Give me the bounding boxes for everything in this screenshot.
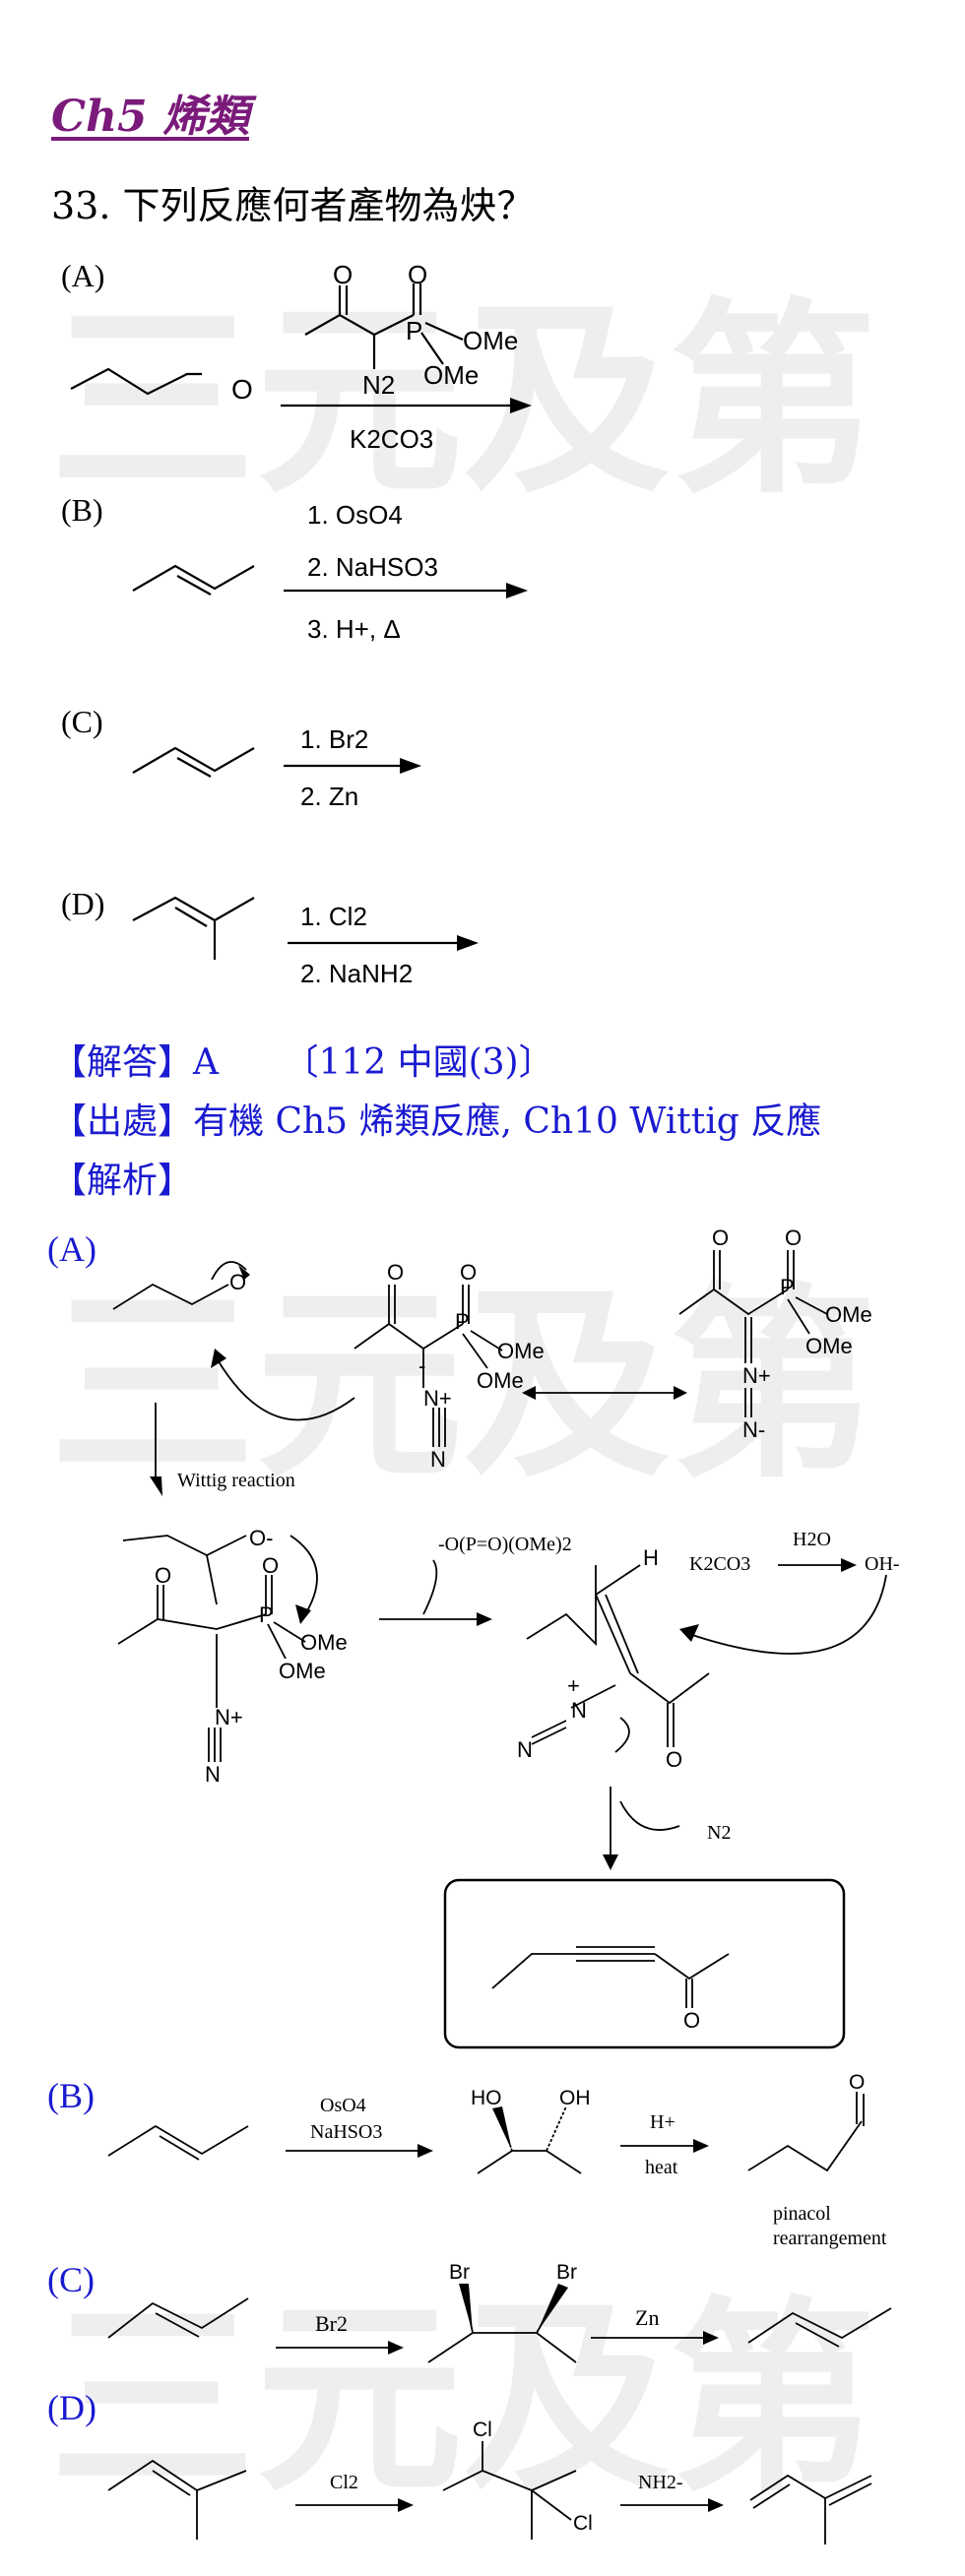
svg-text:O: O <box>849 2071 865 2094</box>
svg-text:O: O <box>460 1260 477 1285</box>
leaving-group-label: -O(P=O)(OMe)2 <box>438 1534 572 1555</box>
wittig-reaction-label: Wittig reaction <box>177 1470 295 1491</box>
svg-text:OMe: OMe <box>497 1339 545 1363</box>
c-step-1: 1. Br2 <box>300 724 368 754</box>
svg-text:P: P <box>259 1602 274 1627</box>
svg-text:OMe: OMe <box>279 1659 326 1683</box>
b-step-2: 2. NaHSO3 <box>307 552 438 582</box>
option-b-label: (B) <box>61 492 103 528</box>
svg-text:OMe: OMe <box>825 1302 872 1327</box>
svg-text:OMe: OMe <box>805 1334 853 1358</box>
svg-text:N+: N+ <box>423 1386 452 1411</box>
hydroxide-label: OH- <box>865 1553 900 1575</box>
mechanism-bcd-scheme: HO OH O Br Br Cl Cl OsO4 NaHSO3 H+ heat … <box>107 2071 892 2545</box>
svg-text:Br: Br <box>556 2261 577 2284</box>
svg-text:OH: OH <box>559 2087 591 2109</box>
pinacol-note-1: pinacol <box>773 2203 831 2225</box>
svg-text:Cl: Cl <box>573 2512 593 2535</box>
source-line: 【出處】有機 Ch5 烯類反應, Ch10 Wittig 反應 <box>51 1101 822 1142</box>
svg-text:O: O <box>229 1270 246 1294</box>
svg-text:N: N <box>517 1737 533 1762</box>
svg-text:O: O <box>387 1260 404 1285</box>
mechanism-a-scheme: O O O P OMe OMe - N+ N O O P OMe OMe N+ … <box>112 1225 900 2049</box>
diazo-label: N2 <box>362 370 395 400</box>
mech-b-label: (B) <box>47 2076 95 2115</box>
svg-text:+: + <box>567 1673 580 1698</box>
osmium-label: OsO4 <box>320 2095 366 2116</box>
question-text: 33. 下列反應何者產物為炔？ <box>51 184 535 227</box>
svg-text:O: O <box>262 1553 279 1578</box>
b-step-3: 3. H+, Δ <box>307 614 401 644</box>
bromine-label: Br2 <box>315 2311 348 2336</box>
chlorine-label: Cl2 <box>330 2472 358 2493</box>
svg-text:Br: Br <box>449 2261 470 2284</box>
svg-text:OMe: OMe <box>300 1630 348 1655</box>
bisulfite-label: NaHSO3 <box>310 2121 382 2143</box>
option-a-label: (A) <box>61 258 105 293</box>
svg-text:O: O <box>155 1563 171 1588</box>
question-options: O O O P OMe OMe N2 K2CO3 1. OsO4 2. NaHS… <box>70 260 532 988</box>
svg-text:O-: O- <box>249 1526 273 1550</box>
svg-text:N: N <box>205 1762 221 1787</box>
ome-label-2: OMe <box>423 360 479 390</box>
heat-label: heat <box>645 2157 678 2178</box>
svg-text:O: O <box>712 1225 729 1250</box>
mech-d-label: (D) <box>47 2388 96 2427</box>
mech-a-label: (A) <box>47 1229 96 1269</box>
svg-text:N+: N+ <box>215 1705 243 1729</box>
amide-label: NH2- <box>638 2472 683 2493</box>
option-c-label: (C) <box>61 704 103 739</box>
c-step-2: 2. Zn <box>300 782 358 811</box>
svg-text:N-: N- <box>742 1417 765 1442</box>
d-step-2: 2. NaNH2 <box>300 959 413 988</box>
svg-text:O: O <box>785 1225 802 1250</box>
svg-text:OMe: OMe <box>477 1368 524 1393</box>
svg-text:O: O <box>666 1747 682 1772</box>
reagent-k2co3: K2CO3 <box>350 424 433 454</box>
svg-text:N+: N+ <box>742 1363 771 1388</box>
acid-label: H+ <box>650 2111 676 2133</box>
zinc-label: Zn <box>635 2305 659 2330</box>
h2o-label: H2O <box>793 1529 831 1550</box>
mech-c-label: (C) <box>47 2260 95 2299</box>
ketone-o-label: O <box>333 260 353 289</box>
svg-text:P: P <box>455 1309 470 1334</box>
analysis-line: 【解析】 <box>51 1161 194 1201</box>
svg-text:N: N <box>430 1447 446 1472</box>
svg-text:N: N <box>571 1698 587 1723</box>
svg-text:Cl: Cl <box>473 2419 492 2441</box>
b-step-1: 1. OsO4 <box>307 500 403 530</box>
pinacol-note-2: rearrangement <box>773 2228 887 2249</box>
ome-label-1: OMe <box>463 326 518 355</box>
option-d-label: (D) <box>61 886 105 921</box>
svg-text:H: H <box>643 1545 659 1570</box>
phosphoryl-o-label: O <box>408 260 427 289</box>
carbonyl-o-label: O <box>231 374 253 405</box>
svg-text:P: P <box>780 1275 795 1299</box>
phosphorus-label: P <box>406 316 422 346</box>
svg-text:-: - <box>418 1353 425 1378</box>
k2co3-label: K2CO3 <box>689 1553 750 1575</box>
svg-text:O: O <box>683 2008 700 2033</box>
chapter-title: Ch5 烯類 <box>51 92 249 142</box>
nitrogen-gas-label: N2 <box>707 1822 731 1844</box>
d-step-1: 1. Cl2 <box>300 902 367 931</box>
svg-text:HO: HO <box>471 2087 502 2109</box>
answer-line: 【解答】A 〔112 中國(3)〕 <box>51 1042 554 1083</box>
